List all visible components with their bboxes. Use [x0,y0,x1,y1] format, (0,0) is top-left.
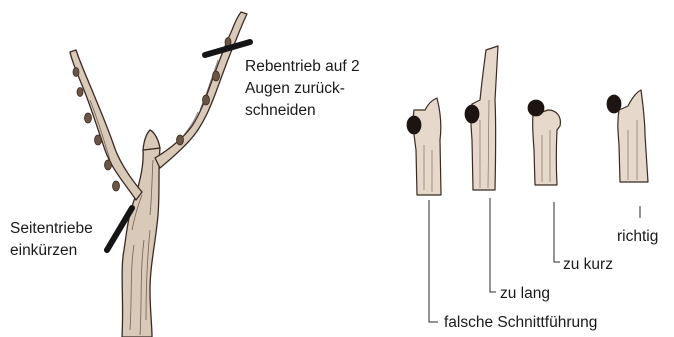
label-wrong-cut: falsche Schnittführung [444,312,597,334]
label-correct: richtig [617,226,658,248]
label-too-short: zu kurz [563,254,613,276]
leader-wrong-cut [429,200,438,322]
cane-wrong-cut [413,98,441,195]
leader-too-long [490,198,496,292]
cane-too-short [533,110,561,185]
cane-correct [618,90,648,182]
leader-too-short [554,202,560,262]
label-too-long: zu lang [500,283,550,305]
